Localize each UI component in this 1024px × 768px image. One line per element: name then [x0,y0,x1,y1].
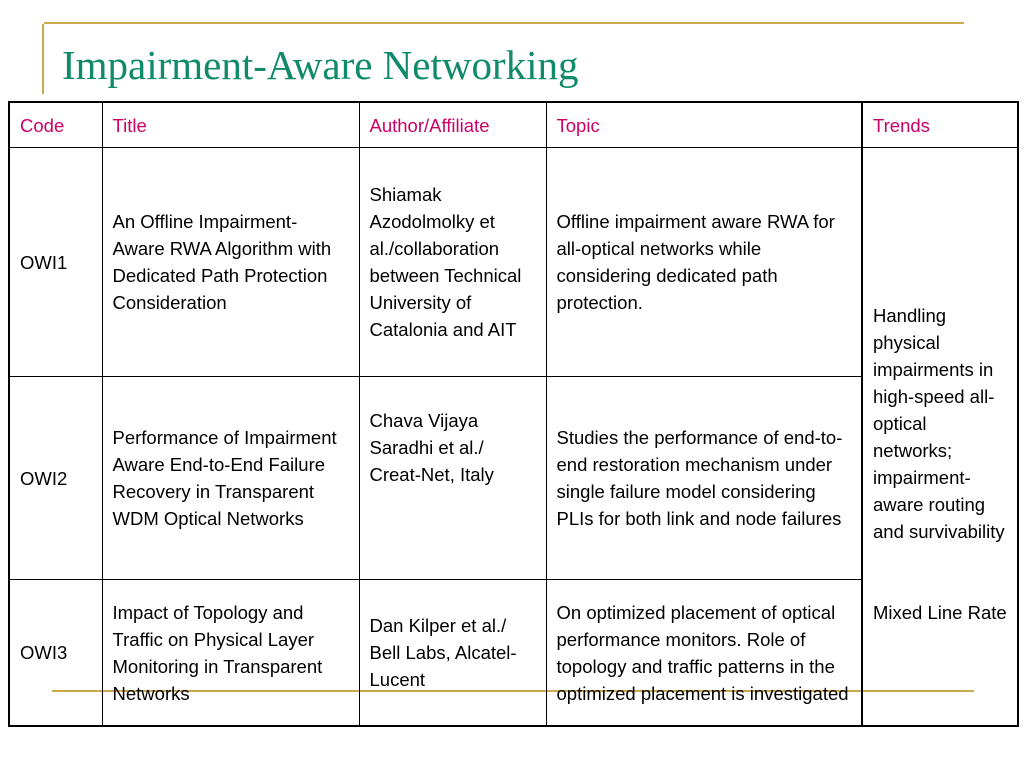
table-row: OWI2 Performance of Impairment Aware End… [8,376,1018,580]
trend-item: Handling physical impairments in high-sp… [873,304,1005,542]
left-rule [42,24,44,94]
table-row: OWI1 An Offline Impairment-Aware RWA Alg… [8,147,1019,727]
cell-author: Shiamak Azodolmolky et al./collaboration… [358,147,547,377]
header-author: Author/Affiliate [358,101,547,148]
cell-code: OWI2 [8,376,103,580]
cell-author: Dan Kilper et al./ Bell Labs, Alcatel-Lu… [358,579,547,727]
header-topic: Topic [545,101,863,148]
cell-title: Performance of Impairment Aware End-to-E… [101,376,360,580]
header-title: Title [101,101,360,148]
header-code: Code [8,101,103,148]
table-header-row: Code Title Author/Affiliate Topic Trends [8,101,1019,148]
table-row: OWI3 Impact of Topology and Traffic on P… [8,579,1018,727]
cell-code: OWI1 [8,147,103,377]
cell-author: Chava Vijaya Saradhi et al./ Creat-Net, … [358,376,547,580]
cell-topic: Offline impairment aware RWA for all-opt… [545,147,863,377]
cell-title: An Offline Impairment-Aware RWA Algorith… [101,147,360,377]
paper-table: Code Title Author/Affiliate Topic Trends… [8,101,1019,727]
header-trends: Trends [861,101,1019,148]
cell-code: OWI3 [8,579,103,727]
cell-topic: On optimized placement of optical perfor… [545,579,863,727]
cell-topic: Studies the performance of end-to-end re… [545,376,863,580]
slide-title: Impairment-Aware Networking [62,42,579,88]
top-rule [44,22,964,24]
cell-trends: Handling physical impairments in high-sp… [861,147,1019,727]
trend-item: Mixed Line Rate [873,601,1007,623]
cell-title: Impact of Topology and Traffic on Physic… [101,579,360,727]
